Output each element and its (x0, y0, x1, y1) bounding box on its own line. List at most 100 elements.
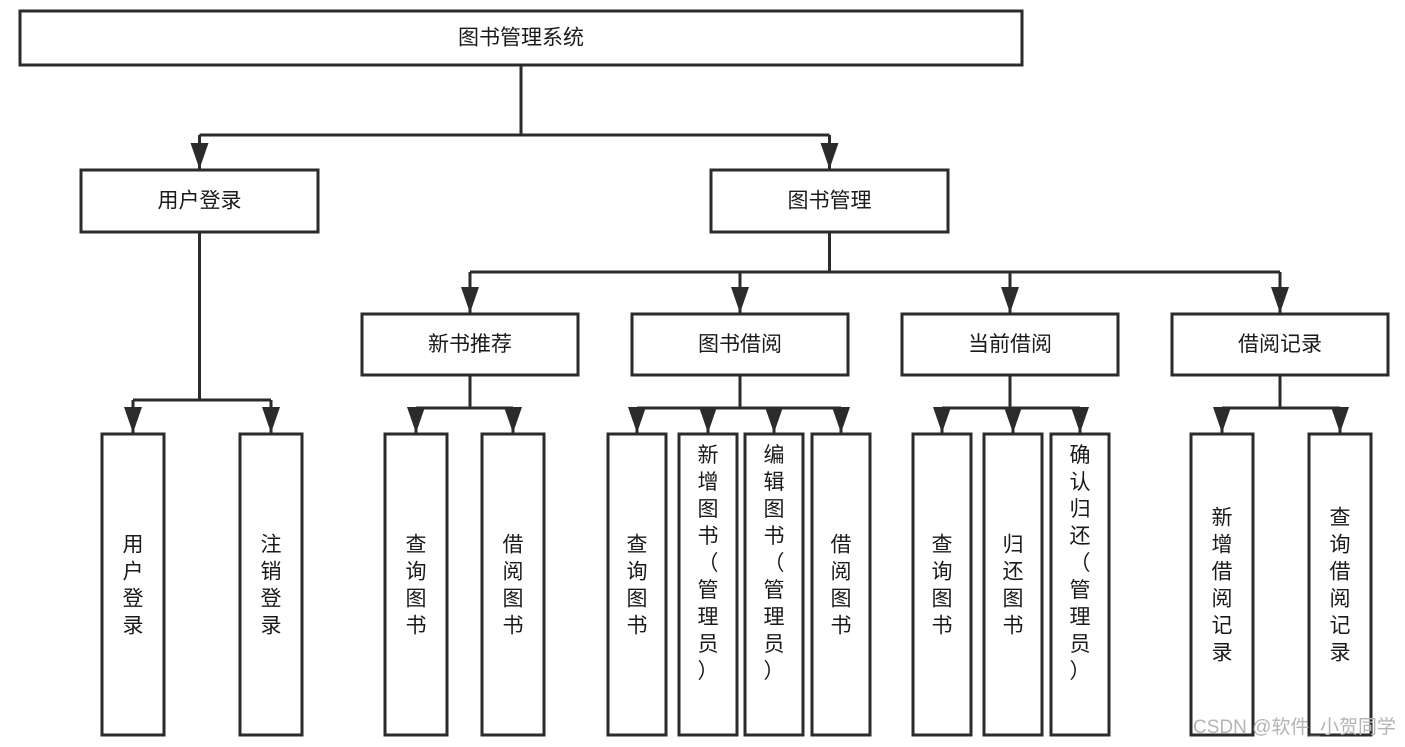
node-label-char: 新 (1212, 507, 1233, 530)
arrow-head-icon (731, 287, 749, 313)
node-rect (743, 432, 805, 737)
node-label-char: 借 (503, 534, 524, 557)
node-label-char: 询 (1330, 534, 1351, 557)
node-label-char: 询 (627, 561, 648, 584)
node-rect (360, 312, 580, 377)
node-label-char: ） (698, 660, 719, 683)
node-level2-图书管理[interactable]: 图书管理 (709, 168, 950, 234)
node-label-char: 注 (261, 534, 282, 557)
arrow-head-icon (407, 407, 425, 433)
node-level3-图书借阅[interactable]: 图书借阅 (630, 312, 850, 377)
node-rect (900, 312, 1120, 377)
node-label-char: ） (764, 660, 785, 683)
arrow-head-icon (124, 407, 142, 433)
node-level2-用户登录[interactable]: 用户登录 (79, 168, 320, 234)
node-rect (709, 168, 950, 234)
node-rect (606, 432, 668, 737)
node-label-char: 员 (1070, 633, 1091, 656)
node-label-char: 询 (406, 561, 427, 584)
node-rect (238, 432, 304, 737)
arrow-head-icon (1004, 407, 1022, 433)
node-label-char: 阅 (1212, 588, 1233, 611)
node-label-char: 书 (764, 525, 785, 548)
node-label: 用户登录 (158, 190, 242, 213)
node-label-char: 户 (123, 561, 144, 584)
node-label: 图书管理 (788, 190, 872, 213)
arrow-head-icon (765, 407, 783, 433)
arrow-head-icon (832, 407, 850, 433)
node-label: 图书借阅 (698, 333, 782, 356)
node-label-char: 管 (698, 579, 719, 602)
arrow-head-icon (1271, 287, 1289, 313)
node-label-char: 书 (932, 615, 953, 638)
node-label: 图书管理系统 (458, 27, 584, 50)
node-label-char: 阅 (1330, 588, 1351, 611)
arrow-head-icon (461, 287, 479, 313)
node-label-char: 图 (627, 588, 648, 611)
node-rect (911, 432, 973, 737)
node-level3-新书推荐[interactable]: 新书推荐 (360, 312, 580, 377)
arrow-head-icon (699, 407, 717, 433)
node-label-char: 销 (261, 561, 282, 584)
node-label-char: 书 (1003, 615, 1024, 638)
node-rect (1189, 432, 1255, 737)
node-label-char: 用 (123, 534, 144, 557)
node-rect (18, 9, 1024, 67)
node-level3-借阅记录[interactable]: 借阅记录 (1170, 312, 1390, 377)
node-label-char: 还 (1003, 561, 1024, 584)
arrow-head-icon (1213, 407, 1231, 433)
node-label-char: 查 (627, 534, 648, 557)
node-label-char: （ (764, 552, 785, 575)
node-label: 借阅记录 (1238, 333, 1322, 356)
node-label-char: 认 (1070, 471, 1091, 494)
node-label-char: 登 (123, 588, 144, 611)
node-label-char: 借 (831, 534, 852, 557)
node-rect (810, 432, 872, 737)
arrow-head-icon (933, 407, 951, 433)
node-rect (100, 432, 166, 737)
node-label: 新书推荐 (428, 333, 512, 356)
node-label-char: 理 (698, 606, 719, 629)
node-label-char: 阅 (503, 561, 524, 584)
node-label-char: 理 (1070, 606, 1091, 629)
arrow-head-icon (1071, 407, 1089, 433)
node-label-char: 辑 (764, 471, 785, 494)
node-label-char: 记 (1330, 615, 1351, 638)
node-label-char: 编 (764, 444, 785, 467)
node-label-char: 书 (831, 615, 852, 638)
node-label-char: 员 (698, 633, 719, 656)
node-rect (630, 312, 850, 377)
arrow-head-icon (262, 407, 280, 433)
arrow-head-icon (1001, 287, 1019, 313)
node-leaf-用户登录[interactable]: 用户登录 (100, 432, 166, 737)
node-label-char: 归 (1003, 534, 1024, 557)
node-rect (383, 432, 449, 737)
node-label-char: 图 (698, 498, 719, 521)
arrow-head-icon (1331, 407, 1349, 433)
node-level3-当前借阅[interactable]: 当前借阅 (900, 312, 1120, 377)
node-label-char: 录 (261, 615, 282, 638)
node-rect (1049, 432, 1111, 737)
node-label-char: 书 (406, 615, 427, 638)
node-label-char: 增 (698, 471, 719, 494)
node-label-char: 录 (1330, 642, 1351, 665)
node-root-图书管理系统[interactable]: 图书管理系统 (18, 9, 1024, 67)
node-label-char: 新 (698, 444, 719, 467)
node-rect (1307, 432, 1373, 737)
node-label-char: 图 (831, 588, 852, 611)
node-label-char: 登 (261, 588, 282, 611)
node-label-char: 确 (1070, 444, 1091, 467)
